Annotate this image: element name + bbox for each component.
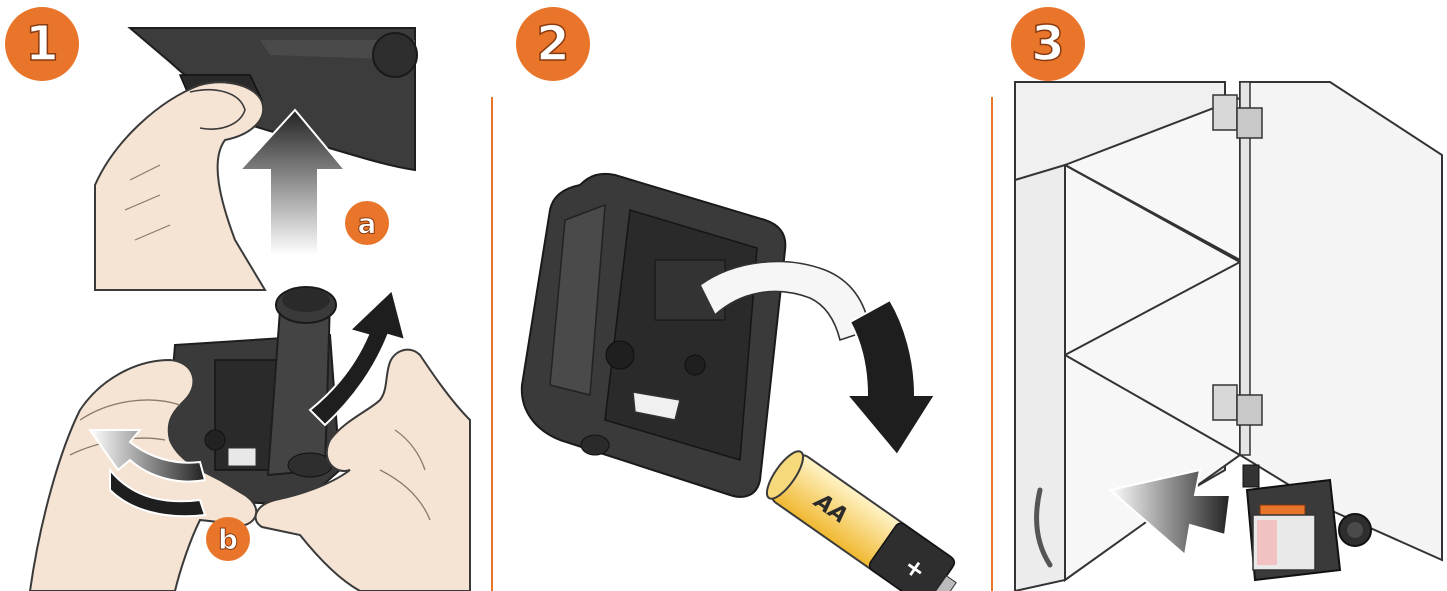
- step-1-number: 1: [25, 16, 58, 72]
- step-3-number: 3: [1031, 16, 1064, 72]
- step-1-panel: 1 a b: [0, 0, 490, 591]
- step-3-badge: 3: [1011, 7, 1085, 81]
- sub-step-b-label: b: [218, 523, 238, 556]
- divider-1: [491, 97, 493, 591]
- sub-step-b-badge: b: [206, 517, 250, 561]
- sub-step-a-badge: a: [345, 201, 389, 245]
- step-3-illustration: 3: [995, 0, 1447, 591]
- step-1-illustration: 1 a b: [0, 0, 490, 591]
- step-3-panel: 3: [995, 0, 1447, 591]
- aa-battery: AA +: [761, 446, 967, 591]
- sub-step-a-label: a: [358, 207, 377, 240]
- step-1-badge: 1: [5, 7, 79, 81]
- step-2-panel: AA + 2: [495, 0, 990, 591]
- step-2-number: 2: [536, 16, 569, 72]
- divider-2: [991, 97, 993, 591]
- step-2-illustration: AA + 2: [495, 0, 990, 591]
- step-2-badge: 2: [516, 7, 590, 81]
